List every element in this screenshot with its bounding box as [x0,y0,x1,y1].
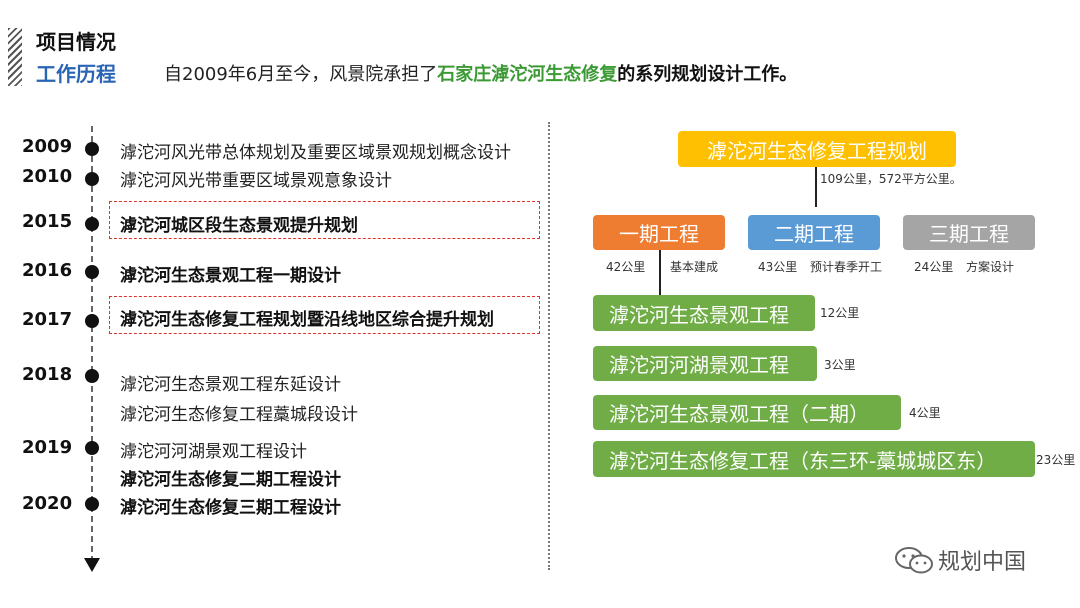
project-box: 滹沱河生态景观工程（二期） [593,395,901,430]
timeline-axis [91,126,93,562]
page-title: 项目情况 [36,30,116,54]
year-2018: 2018 [22,364,73,385]
timeline-dot [85,265,99,279]
phase-1-status: 基本建成 [670,260,719,274]
desc-suffix: 的系列规划设计工作。 [617,64,798,85]
connector-line [659,250,661,296]
phase-3-status: 方案设计 [966,260,1015,274]
timeline-item-highlighted: 滹沱河生态修复工程规划暨沿线地区综合提升规划 [120,310,494,330]
timeline-item: 滹沱河河湖景观工程设计 [120,442,307,462]
timeline-item: 滹沱河生态景观工程东延设计 [120,375,341,395]
year-2010: 2010 [22,166,73,187]
timeline-item: 滹沱河风光带总体规划及重要区域景观规划概念设计 [120,143,511,163]
timeline-dot [85,369,99,383]
year-2015: 2015 [22,211,73,232]
page-subtitle: 工作历程 [36,62,116,86]
project-box: 滹沱河生态景观工程 [593,295,815,331]
timeline-dot [85,314,99,328]
project-length: 12公里 [820,306,860,320]
page-description: 自2009年6月至今，风景院承担了石家庄滹沱河生态修复的系列规划设计工作。 [164,60,797,86]
project-length: 3公里 [824,358,856,372]
root-note: 109公里，572平方公里。 [820,172,962,186]
timeline-dot [85,142,99,156]
timeline-item: 滹沱河风光带重要区域景观意象设计 [120,171,392,191]
project-length: 23公里 [1036,453,1076,467]
highlight-frame [109,296,540,334]
timeline-dot [85,441,99,455]
phase-2-length: 43公里 [758,260,798,274]
timeline-dot [85,172,99,186]
watermark: 规划中国 [894,544,1026,576]
highlight-frame [109,201,540,239]
phase-1-box: 一期工程 [593,215,725,250]
section-divider [548,122,550,570]
phase-2-status: 预计春季开工 [810,260,883,274]
root-project-box: 滹沱河生态修复工程规划 [678,131,956,167]
watermark-text: 规划中国 [938,550,1027,575]
phase-3-length: 24公里 [914,260,954,274]
desc-highlight: 石家庄滹沱河生态修复 [437,64,618,85]
timeline-item: 滹沱河生态景观工程一期设计 [120,266,341,286]
year-2020: 2020 [22,493,73,514]
timeline-arrow-icon [84,558,100,572]
timeline-item: 滹沱河生态修复工程藁城段设计 [120,405,358,425]
project-box: 滹沱河河湖景观工程 [593,346,817,381]
timeline-item-highlighted: 滹沱河城区段生态景观提升规划 [120,216,358,236]
phase-1-length: 42公里 [606,260,646,274]
timeline-item: 滹沱河生态修复二期工程设计 [120,470,341,490]
wechat-icon [895,547,933,574]
phase-3-box: 三期工程 [903,215,1035,250]
year-2017: 2017 [22,309,73,330]
header-hatch-decoration [8,28,22,86]
timeline-dot [85,497,99,511]
timeline-item: 滹沱河生态修复三期工程设计 [120,498,341,518]
desc-prefix: 自2009年6月至今，风景院承担了 [164,64,438,85]
project-length: 4公里 [909,406,941,420]
year-2016: 2016 [22,260,73,281]
year-2019: 2019 [22,437,73,458]
project-box: 滹沱河生态修复工程（东三环-藁城城区东） [593,441,1035,477]
timeline-dot [85,217,99,231]
connector-line [815,167,817,207]
year-2009: 2009 [22,136,73,157]
phase-2-box: 二期工程 [748,215,880,250]
